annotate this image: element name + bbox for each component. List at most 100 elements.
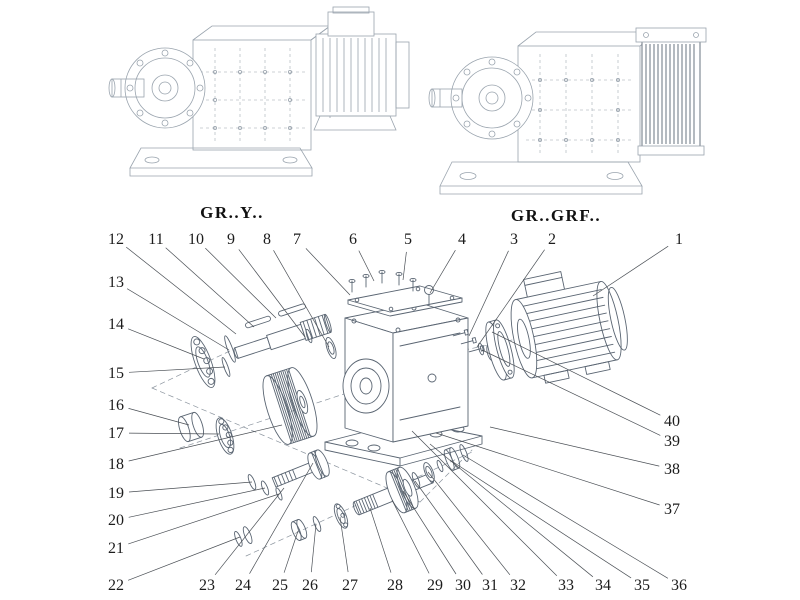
callout-10: 10	[188, 231, 204, 248]
leader-line-18	[128, 424, 283, 462]
leader-line-12	[125, 246, 237, 335]
callout-37: 37	[664, 501, 680, 518]
leader-line-10	[205, 247, 277, 319]
model-label-gr-grf: GR..GRF..	[511, 206, 601, 225]
callout-32: 32	[510, 577, 526, 594]
leader-line-1	[592, 245, 669, 297]
callout-34: 34	[595, 577, 611, 594]
cover-screws	[348, 269, 434, 306]
ring-26	[312, 516, 322, 532]
motor-stud-a	[452, 329, 469, 337]
leader-line-26	[310, 523, 317, 573]
leader-line-9	[238, 249, 306, 338]
countershaft-pinion-assembly	[247, 449, 330, 501]
motor-stud-b	[460, 337, 477, 345]
callout-2: 2	[548, 231, 556, 248]
leader-line-6	[358, 250, 375, 282]
pinion-shaft	[233, 313, 332, 359]
callout-31: 31	[482, 577, 498, 594]
callout-40: 40	[664, 413, 680, 430]
callout-21: 21	[108, 540, 124, 557]
callout-5: 5	[404, 231, 412, 248]
callout-13: 13	[108, 274, 124, 291]
leader-line-36	[462, 454, 669, 579]
callout-18: 18	[108, 456, 124, 473]
leader-line-15	[128, 366, 226, 373]
shaft-key-1	[245, 315, 271, 329]
washer-19	[247, 474, 257, 490]
leader-line-34	[429, 443, 594, 578]
callout-19: 19	[108, 485, 124, 502]
intermediate-gear-assembly	[178, 367, 318, 455]
leader-line-35	[449, 459, 632, 579]
snap-ring-13	[224, 335, 236, 363]
callout-23: 23	[199, 577, 215, 594]
gr-grf-front-flange	[450, 56, 534, 140]
callout-14: 14	[108, 316, 124, 333]
spacer-sleeve-16	[178, 411, 204, 443]
leader-line-28	[369, 507, 392, 573]
leader-line-14	[127, 328, 205, 360]
callout-6: 6	[349, 231, 357, 248]
gr-y-motor	[313, 6, 410, 131]
housing-top-cover	[347, 285, 463, 317]
leader-line-32	[427, 471, 511, 576]
leader-line-40	[491, 331, 661, 416]
end-cover-35	[443, 447, 461, 471]
assembled-view-gr-y	[108, 6, 410, 177]
leader-line-11	[165, 247, 255, 328]
callout-30: 30	[455, 577, 471, 594]
assembled-view-gr-grf	[428, 27, 707, 195]
helical-gear-18	[262, 367, 318, 445]
leader-line-22	[127, 536, 241, 581]
leader-line-24	[249, 462, 314, 574]
callout-1: 1	[675, 231, 683, 248]
callout-7: 7	[293, 231, 301, 248]
gr-grf-output-shaft	[428, 88, 463, 108]
leader-line-20	[128, 487, 266, 518]
bearing-27	[333, 503, 349, 529]
leader-line-39	[481, 349, 661, 436]
eye-bolt	[424, 285, 434, 306]
motor-flange-adapter	[485, 319, 515, 381]
callout-35: 35	[634, 577, 650, 594]
callout-20: 20	[108, 512, 124, 529]
callout-38: 38	[664, 461, 680, 478]
model-label-gr-y: GR..Y..	[200, 203, 264, 222]
leader-line-30	[402, 490, 457, 575]
leader-line-31	[414, 480, 483, 575]
cap-washer-25	[290, 519, 308, 541]
callout-17: 17	[108, 425, 124, 442]
callout-27: 27	[342, 577, 358, 594]
leader-line-3	[468, 250, 509, 337]
gr-y-output-shaft	[108, 78, 145, 98]
electric-motor	[510, 271, 628, 384]
ring-31	[411, 472, 421, 488]
callout-26: 26	[302, 577, 318, 594]
splined-pinion-shaft	[271, 449, 330, 488]
ring-9	[305, 328, 313, 344]
leader-line-17	[128, 432, 220, 435]
callout-3: 3	[510, 231, 518, 248]
callout-25: 25	[272, 577, 288, 594]
callout-22: 22	[108, 577, 124, 594]
leader-line-29	[391, 499, 430, 574]
callout-9: 9	[227, 231, 235, 248]
gr-y-front-flange	[124, 47, 206, 129]
callout-33: 33	[558, 577, 574, 594]
callout-24: 24	[235, 577, 251, 594]
output-shaft-assembly	[234, 444, 469, 547]
leader-line-7	[305, 248, 351, 296]
callout-4: 4	[458, 231, 466, 248]
exploded-view	[151, 269, 628, 557]
ring-34	[436, 459, 444, 473]
leader-line-38	[489, 426, 660, 467]
motor-assembly	[452, 271, 628, 384]
input-bearing	[190, 336, 216, 388]
callout-28: 28	[387, 577, 403, 594]
callout-16: 16	[108, 397, 124, 414]
washers-22	[234, 526, 253, 547]
gearbox-housing	[342, 302, 469, 443]
